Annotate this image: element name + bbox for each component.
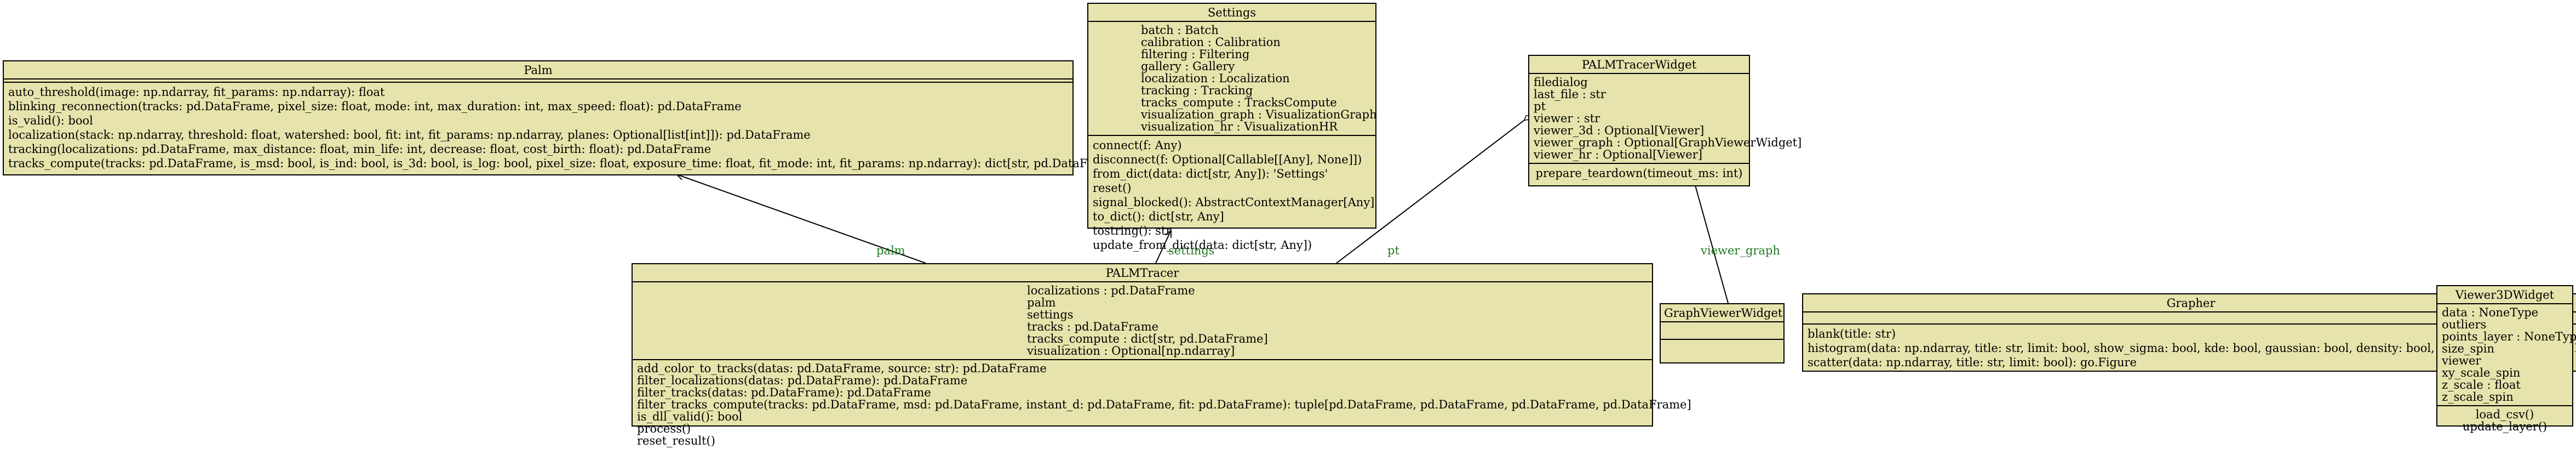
- method-line: prepare_teardown(timeout_ms: int): [1535, 167, 1743, 180]
- class-name: PALMTracer: [633, 264, 1652, 282]
- method-line: filter_tracks_compute(tracks: pd.DataFra…: [637, 398, 1691, 411]
- attribute-line: settings: [1027, 308, 1074, 321]
- attribute-line: z_scale_spin: [2442, 390, 2514, 403]
- attribute-line: localizations : pd.DataFrame: [1027, 284, 1195, 297]
- attribute-line: visualization_graph : VisualizationGraph: [1141, 108, 1377, 121]
- attribute-line: batch : Batch: [1141, 24, 1219, 37]
- attribute-line: visualization : Optional[np.ndarray]: [1027, 344, 1235, 357]
- class-box-graphviewerwidget[interactable]: GraphViewerWidget: [1660, 303, 1785, 363]
- attribute-line: gallery : Gallery: [1141, 60, 1235, 73]
- method-line: disconnect(f: Optional[Callable[[Any], N…: [1093, 153, 1362, 166]
- methods-section: prepare_teardown(timeout_ms: int): [1529, 164, 1749, 183]
- attribute-line: z_scale : float: [2442, 378, 2521, 391]
- edge-label-settings: settings: [1168, 244, 1215, 257]
- method-line: filter_localizations(datas: pd.DataFrame…: [637, 374, 968, 387]
- attribute-line: filtering : Filtering: [1141, 48, 1250, 61]
- attribute-line: last_file : str: [1534, 88, 1606, 101]
- method-line: update_layer(): [2462, 420, 2548, 433]
- edge-label-viewer-graph: viewer_graph: [1701, 244, 1780, 257]
- edge-pt: [1336, 115, 1531, 264]
- attribute-line: tracks_compute : dict[str, pd.DataFrame]: [1027, 332, 1268, 345]
- attribute-line: tracks_compute : TracksCompute: [1141, 96, 1337, 109]
- class-name: GraphViewerWidget: [1661, 304, 1783, 322]
- method-line: from_dict(data: dict[str, Any]): 'Settin…: [1093, 167, 1328, 180]
- attribute-line: visualization_hr : VisualizationHR: [1141, 120, 1338, 133]
- class-box-palm[interactable]: Palm auto_threshold(image: np.ndarray, f…: [3, 60, 1122, 175]
- method-line: add_color_to_tracks(datas: pd.DataFrame,…: [637, 362, 1047, 375]
- attribute-line: outliers: [2442, 318, 2487, 331]
- method-line: auto_threshold(image: np.ndarray, fit_pa…: [8, 86, 385, 99]
- attribute-line: size_spin: [2442, 342, 2494, 355]
- attribute-line: data : NoneType: [2442, 306, 2539, 319]
- method-line: localization(stack: np.ndarray, threshol…: [8, 128, 811, 141]
- attribute-line: viewer: [2442, 354, 2481, 367]
- method-line: tracking(localizations: pd.DataFrame, ma…: [8, 143, 712, 156]
- attribute-line: filedialog: [1534, 76, 1588, 89]
- method-line: is_dll_valid(): bool: [637, 410, 743, 423]
- class-name: Settings: [1088, 4, 1375, 22]
- methods-section: load_csv()update_layer(): [2437, 406, 2572, 435]
- edge-label-pt: pt: [1387, 244, 1399, 257]
- edge-settings: [1155, 230, 1171, 264]
- methods-section: connect(f: Any)disconnect(f: Optional[Ca…: [1088, 136, 1375, 254]
- methods-section: [1661, 340, 1783, 356]
- method-line: is_valid(): bool: [8, 114, 93, 127]
- attributes-section: [4, 79, 1072, 83]
- attribute-line: localization : Localization: [1141, 72, 1290, 85]
- class-name: Viewer3DWidget: [2437, 286, 2572, 304]
- method-line: reset_result(): [637, 434, 715, 447]
- class-name: Palm: [4, 61, 1072, 79]
- attribute-line: points_layer : NoneType: [2442, 330, 2576, 343]
- method-line: update_from_dict(data: dict[str, Any]): [1093, 238, 1312, 252]
- method-line: blinking_reconnection(tracks: pd.DataFra…: [8, 100, 742, 113]
- method-line: blank(title: str): [1808, 327, 1896, 340]
- attribute-line: palm: [1027, 296, 1056, 309]
- attribute-line: viewer_graph : Optional[GraphViewerWidge…: [1534, 136, 1802, 149]
- attributes-section: [1661, 322, 1783, 340]
- method-line: to_dict(): dict[str, Any]: [1093, 210, 1224, 223]
- class-name: Grapher: [1803, 294, 2576, 312]
- method-line: signal_blocked(): AbstractContextManager…: [1093, 196, 1375, 209]
- edge-label-palm: palm: [876, 244, 905, 257]
- method-line: reset(): [1093, 181, 1132, 195]
- attribute-line: xy_scale_spin: [2442, 366, 2521, 379]
- methods-section: auto_threshold(image: np.ndarray, fit_pa…: [4, 83, 1122, 173]
- attributes-section: [1803, 312, 2576, 325]
- attribute-line: viewer_3d : Optional[Viewer]: [1534, 124, 1705, 137]
- attribute-line: tracks : pd.DataFrame: [1027, 320, 1159, 333]
- method-line: filter_tracks(datas: pd.DataFrame): pd.D…: [637, 386, 931, 399]
- attribute-line: tracking : Tracking: [1141, 84, 1253, 97]
- class-name: PALMTracerWidget: [1529, 56, 1749, 74]
- method-line: load_csv(): [2475, 408, 2534, 421]
- method-line: process(): [637, 422, 691, 435]
- edge-palm: [676, 174, 926, 264]
- attribute-line: viewer_hr : Optional[Viewer]: [1534, 148, 1702, 161]
- method-line: connect(f: Any): [1093, 139, 1182, 152]
- attribute-line: calibration : Calibration: [1141, 36, 1281, 49]
- methods-section: add_color_to_tracks(datas: pd.DataFrame,…: [633, 360, 1691, 449]
- method-line: tostring(): str: [1093, 224, 1172, 237]
- attribute-line: viewer : str: [1534, 112, 1600, 125]
- attribute-line: pt: [1534, 100, 1546, 113]
- method-line: scatter(data: np.ndarray, title: str, li…: [1808, 356, 2137, 369]
- method-line: tracks_compute(tracks: pd.DataFrame, is_…: [8, 157, 1122, 170]
